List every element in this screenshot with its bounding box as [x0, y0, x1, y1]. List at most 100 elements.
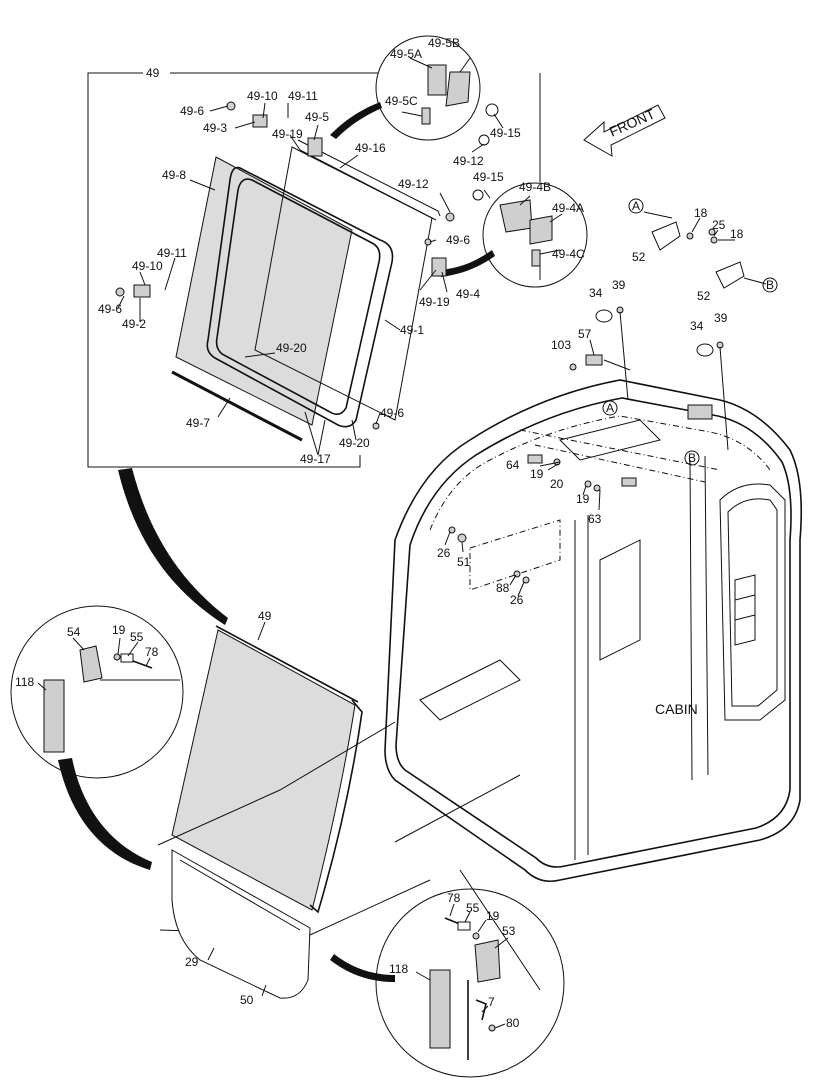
ref-circle-A1 — [628, 198, 644, 214]
label-49-4A: 49-4A — [552, 201, 584, 215]
screw-49-15-a — [485, 103, 499, 117]
bracket-52-a — [651, 221, 681, 251]
window-frame-49-16 — [297, 139, 441, 221]
detail-circle-bottom — [375, 888, 565, 1078]
label-20: 20 — [550, 477, 564, 491]
door-glass-top-edge — [215, 625, 359, 703]
label-49-20-a: 49-20 — [276, 341, 307, 355]
label-19-a: 19 — [530, 467, 544, 481]
label-52-a: 52 — [632, 250, 646, 264]
label-49-7: 49-7 — [186, 416, 210, 430]
label-49-12-a: 49-12 — [398, 177, 429, 191]
screw-49-15-b — [472, 189, 484, 201]
label-cabin: CABIN — [655, 701, 698, 717]
label-19-b: 19 — [576, 492, 590, 506]
label-49-10-a: 49-10 — [247, 89, 278, 103]
washer-19-a — [113, 653, 121, 661]
label-19-c: 19 — [112, 623, 126, 637]
sweep-arrow-detail-right — [440, 250, 495, 277]
bracket-57 — [585, 354, 603, 366]
label-49-5B: 49-5B — [428, 36, 460, 50]
label-49-6-c: 49-6 — [98, 302, 122, 316]
label-49-1: 49-1 — [400, 323, 424, 337]
label-18-a: 18 — [694, 206, 708, 220]
rubber-seal-inner — [215, 178, 381, 416]
hinge-part-49-3 — [252, 114, 268, 128]
label-49-11-a: 49-11 — [288, 89, 318, 103]
label-64: 64 — [506, 458, 520, 472]
label-49-6-d: 49-6 — [380, 406, 404, 420]
cap-34-a — [595, 309, 613, 323]
label-49-16: 49-16 — [355, 141, 386, 155]
label-49-6-a: 49-6 — [180, 104, 204, 118]
ref-circle-B2 — [684, 450, 700, 466]
lower-door-panel-50 — [171, 849, 311, 999]
detail-circle-49-5 — [375, 35, 481, 141]
label-49-20-b: 49-20 — [339, 436, 370, 450]
label-118-a: 118 — [15, 675, 34, 689]
label-49-17: 49-17 — [300, 452, 331, 466]
leader-lines-detail-5 — [401, 57, 504, 153]
label-55-a: 55 — [130, 630, 144, 644]
pin-55-b — [457, 921, 471, 931]
label-53: 53 — [502, 924, 516, 938]
label-25: 25 — [712, 218, 726, 232]
rod-7 — [467, 980, 487, 1060]
glass-panel-49-8 — [175, 156, 353, 426]
label-78-a: 78 — [145, 645, 159, 659]
label-49-5C: 49-5C — [385, 94, 418, 108]
label-39-b: 39 — [714, 311, 728, 325]
latch-part-49-5 — [307, 137, 323, 157]
sweep-arrow-bottom — [330, 954, 395, 982]
leader-lines-bottom-detail — [415, 869, 541, 1029]
weatherstrip-49-7 — [171, 370, 303, 442]
label-103: 103 — [551, 338, 571, 352]
label-49-3: 49-3 — [203, 121, 227, 135]
hinge-part-49-2 — [133, 284, 151, 298]
screw-80 — [488, 1024, 496, 1032]
label-39-a: 39 — [612, 278, 626, 292]
hinge-54 — [79, 645, 103, 683]
label-50: 50 — [240, 993, 254, 1007]
label-49-11-b: 49-11 — [157, 246, 187, 260]
label-88: 88 — [496, 581, 510, 595]
label-118-b: 118 — [389, 962, 408, 976]
door-glass-49 — [171, 629, 356, 911]
label-26-b: 26 — [510, 593, 524, 607]
detail-circle-49-4 — [482, 182, 588, 288]
label-34-a: 34 — [589, 286, 603, 300]
label-ref-A2: A — [606, 401, 614, 415]
bracket-49-5B — [445, 71, 471, 107]
washer-19-b — [472, 932, 480, 940]
label-19-d: 19 — [486, 909, 500, 923]
label-ref-B2: B — [688, 451, 696, 465]
leader-lines-34 — [619, 311, 729, 451]
label-49-6-b: 49-6 — [446, 233, 470, 247]
label-51: 51 — [457, 555, 471, 569]
washer-18-b — [710, 236, 718, 244]
sweep-arrow-left — [58, 758, 152, 870]
label-49-12-b: 49-12 — [453, 154, 484, 168]
ref-circle-A2 — [602, 400, 618, 416]
cabin-structure — [384, 379, 802, 883]
label-49-10-b: 49-10 — [132, 259, 163, 273]
bracket-49-5A — [427, 64, 447, 96]
label-7: 7 — [488, 995, 495, 1009]
front-direction-arrow — [583, 104, 666, 157]
label-49-19-b: 49-19 — [419, 295, 450, 309]
bolt-103 — [569, 363, 577, 371]
bolt-49-6-a — [226, 101, 236, 111]
label-80: 80 — [506, 1016, 520, 1030]
label-52-b: 52 — [697, 289, 711, 303]
ref-circle-B1 — [762, 277, 778, 293]
screw-49-12-a — [478, 134, 490, 146]
bracket-49-4B — [499, 199, 533, 233]
label-54: 54 — [67, 625, 81, 639]
label-34-b: 34 — [690, 319, 704, 333]
bolt-49-12 — [445, 212, 455, 222]
post-118-a — [43, 679, 65, 753]
clip-49-4C — [531, 249, 541, 267]
exploded-box-frame — [87, 72, 541, 468]
leader-lines-52 — [643, 211, 767, 285]
